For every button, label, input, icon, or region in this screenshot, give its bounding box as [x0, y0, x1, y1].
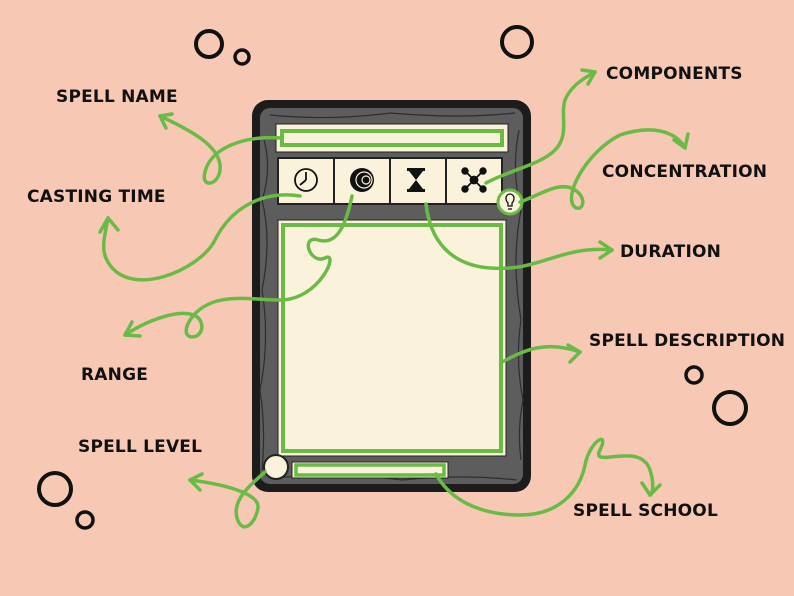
decor-circle [75, 510, 95, 530]
arrow-casting-time [101, 193, 302, 282]
decor-circle [684, 365, 704, 385]
arrowhead [580, 68, 597, 86]
duration-box [389, 157, 447, 205]
arrowhead [188, 472, 204, 492]
target-icon [350, 168, 374, 192]
decor-circle [37, 471, 73, 507]
label-duration: DURATION [620, 242, 722, 262]
arrow-spell-level [188, 470, 267, 529]
label-casting-time: CASTING TIME [27, 187, 166, 207]
molecule-icon [461, 167, 487, 193]
arrowhead [598, 240, 614, 260]
arrowhead [640, 481, 662, 497]
decorative-circles [37, 25, 748, 530]
arrow-spell-description [500, 344, 582, 364]
label-range: RANGE [81, 365, 149, 385]
arrow-duration [424, 202, 614, 271]
arrow-range [123, 194, 354, 339]
decor-circle [712, 390, 748, 426]
arrowhead [123, 320, 142, 338]
arrowhead [158, 112, 174, 130]
decor-circle [500, 25, 534, 59]
hourglass-icon [407, 168, 425, 192]
spell-name-bar [275, 123, 509, 153]
label-components: COMPONENTS [606, 64, 743, 84]
label-spell-school: SPELL SCHOOL [573, 501, 718, 521]
clock-icon [294, 168, 318, 192]
arrow-concentration [518, 128, 687, 211]
arrowhead [672, 132, 690, 150]
label-concentration: CONCENTRATION [602, 162, 768, 182]
lightbulb-icon [496, 188, 524, 216]
spell-card [252, 100, 531, 492]
label-spell-level: SPELL LEVEL [78, 437, 203, 457]
arrow-spell-school [434, 437, 655, 517]
label-spell-name: SPELL NAME [56, 87, 178, 107]
annotation-arrows [98, 68, 690, 529]
spell-level-circle [263, 454, 289, 480]
icon-row [277, 157, 503, 205]
decor-circle [194, 29, 224, 59]
arrow-spell-name [158, 114, 284, 185]
arrowhead [98, 216, 120, 234]
arrowhead [566, 343, 582, 364]
label-spell-description: SPELL DESCRIPTION [589, 331, 786, 351]
arrow-components [484, 70, 597, 185]
spell-school-highlight [294, 463, 446, 477]
decor-circle [233, 48, 251, 66]
spell-description-highlight [281, 223, 503, 453]
